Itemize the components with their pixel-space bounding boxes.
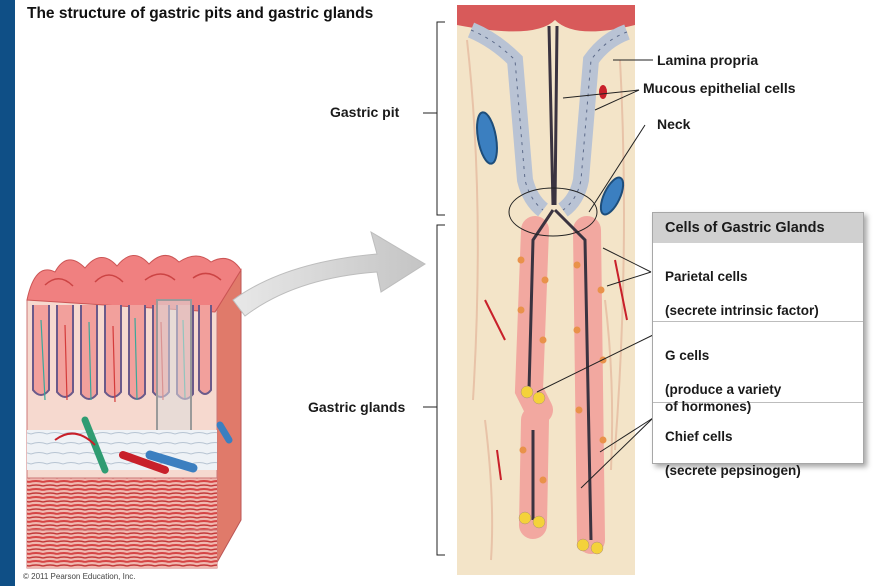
label-gastric-pit: Gastric pit [330, 104, 399, 120]
label-neck: Neck [657, 116, 690, 132]
label-lamina-propria: Lamina propria [657, 52, 758, 68]
cells-box-heading: Cells of Gastric Glands [653, 213, 863, 243]
bracket-gastric-pit [423, 22, 445, 215]
cells-item-g-cells: G cells (produce a variety of hormones) [653, 321, 863, 402]
label-gastric-glands: Gastric glands [308, 399, 405, 415]
cells-item-name: Chief cells [665, 428, 851, 445]
copyright-notice: © 2011 Pearson Education, Inc. [23, 572, 135, 581]
stomach-wall-block [27, 255, 241, 568]
label-mucous-epithelial-cells: Mucous epithelial cells [643, 80, 796, 96]
cells-of-gastric-glands-box: Cells of Gastric Glands Parietal cells (… [652, 212, 864, 464]
cells-item-chief: Chief cells (secrete pepsinogen) [653, 402, 863, 502]
cells-item-parietal: Parietal cells (secrete intrinsic factor… [653, 243, 863, 321]
enlarged-gland-section [457, 5, 635, 575]
zoom-arrow [233, 232, 425, 316]
cells-item-name: Parietal cells [665, 268, 851, 285]
bracket-gastric-glands [423, 225, 445, 555]
cells-item-detail: (secrete intrinsic factor) [665, 302, 851, 319]
slide: The structure of gastric pits and gastri… [15, 0, 877, 586]
cells-item-name: G cells [665, 347, 851, 364]
cells-item-detail: (secrete pepsinogen) [665, 462, 851, 479]
artery-small [599, 85, 607, 99]
